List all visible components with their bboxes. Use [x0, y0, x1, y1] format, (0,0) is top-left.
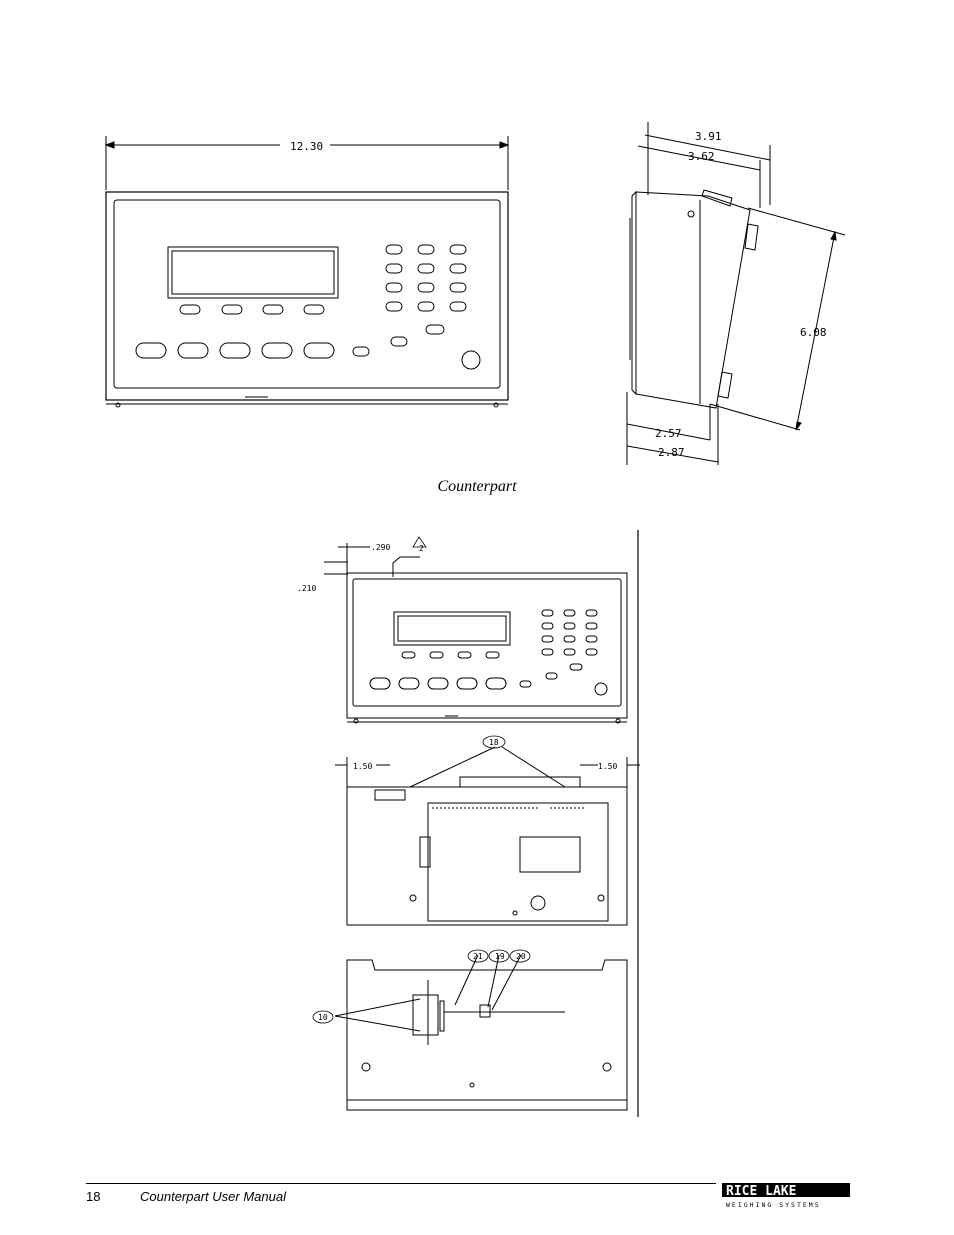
- dim-290: .290: [371, 543, 390, 552]
- footer-rule: [86, 1183, 716, 1184]
- assembly-drawing: 2 .290 .210 1.50 1.50 18 21 19 20 10: [297, 530, 640, 1117]
- callout-10: 10: [318, 1013, 328, 1022]
- callout-20: 20: [516, 952, 526, 961]
- dim-3-62: 3.62: [688, 150, 715, 163]
- dim-right-150: 1.50: [598, 762, 617, 771]
- page-number: 18: [86, 1189, 101, 1204]
- svg-text:RICE LAKE: RICE LAKE: [726, 1184, 796, 1199]
- front-view-drawing: 12.30 3.91 3.62 6.08 2.57 2.87: [104, 122, 846, 465]
- dim-left-150: 1.50: [353, 762, 372, 771]
- callout-18: 18: [489, 738, 499, 747]
- dim-12-30: 12.30: [290, 140, 323, 153]
- callout-21: 21: [473, 952, 483, 961]
- figure-caption: Counterpart: [437, 478, 517, 495]
- callout-19: 19: [495, 952, 505, 961]
- dim-6-08: 6.08: [800, 326, 827, 339]
- document-title: Counterpart User Manual: [140, 1189, 286, 1204]
- rice-lake-logo: RICE LAKE WEIGHING SYSTEMS: [722, 1183, 850, 1209]
- dim-2-57: 2.57: [655, 427, 682, 440]
- dim-3-91: 3.91: [695, 130, 722, 143]
- dim-2-87: 2.87: [658, 446, 685, 459]
- callout-2: 2: [419, 544, 424, 553]
- dim-210: .210: [297, 584, 316, 593]
- svg-text:WEIGHING SYSTEMS: WEIGHING SYSTEMS: [726, 1201, 821, 1209]
